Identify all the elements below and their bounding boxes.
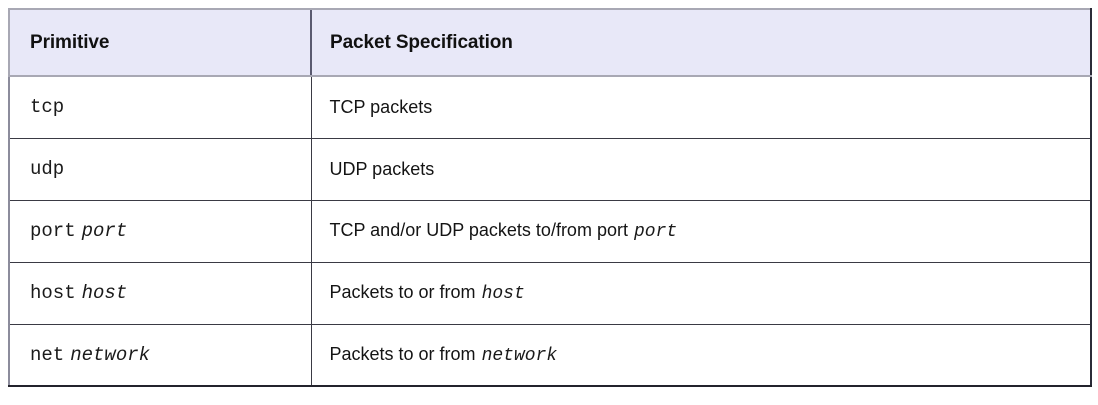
column-header-primitive: Primitive: [8, 8, 311, 77]
specification-text: Packets to or from: [329, 282, 476, 302]
table-header-row: Primitive Packet Specification: [8, 8, 1092, 77]
primitive-variable: network: [70, 343, 151, 366]
primitive-keyword: host: [30, 282, 76, 304]
specification-text: UDP packets: [329, 158, 435, 179]
packet-primitive-table-container: Primitive Packet Specification tcp TCP p…: [8, 8, 1092, 398]
table-row: udp UDP packets: [8, 138, 1092, 201]
packet-primitive-table: Primitive Packet Specification tcp TCP p…: [8, 8, 1092, 387]
table-row: tcp TCP packets: [8, 76, 1092, 139]
cell-specification: TCP packets: [311, 76, 1092, 139]
column-header-packet-specification: Packet Specification: [310, 8, 1092, 77]
primitive-variable: host: [81, 282, 128, 304]
specification-text: Packets to or from: [329, 343, 476, 364]
table-header: Primitive Packet Specification: [8, 8, 1092, 77]
primitive-keyword: port: [30, 220, 76, 242]
specification-variable: network: [481, 345, 558, 366]
specification-variable: host: [481, 284, 525, 304]
primitive-variable: port: [81, 220, 128, 242]
cell-specification: UDP packets: [311, 138, 1092, 201]
cell-primitive: tcp: [8, 76, 312, 139]
primitive-keyword: udp: [30, 158, 65, 180]
specification-text: TCP packets: [329, 96, 433, 117]
specification-variable: port: [633, 222, 678, 242]
specification-text: TCP and/or UDP packets to/from port: [329, 220, 628, 240]
primitive-keyword: net: [30, 343, 65, 366]
primitive-keyword: tcp: [30, 96, 65, 119]
cell-primitive: udp: [8, 138, 312, 201]
